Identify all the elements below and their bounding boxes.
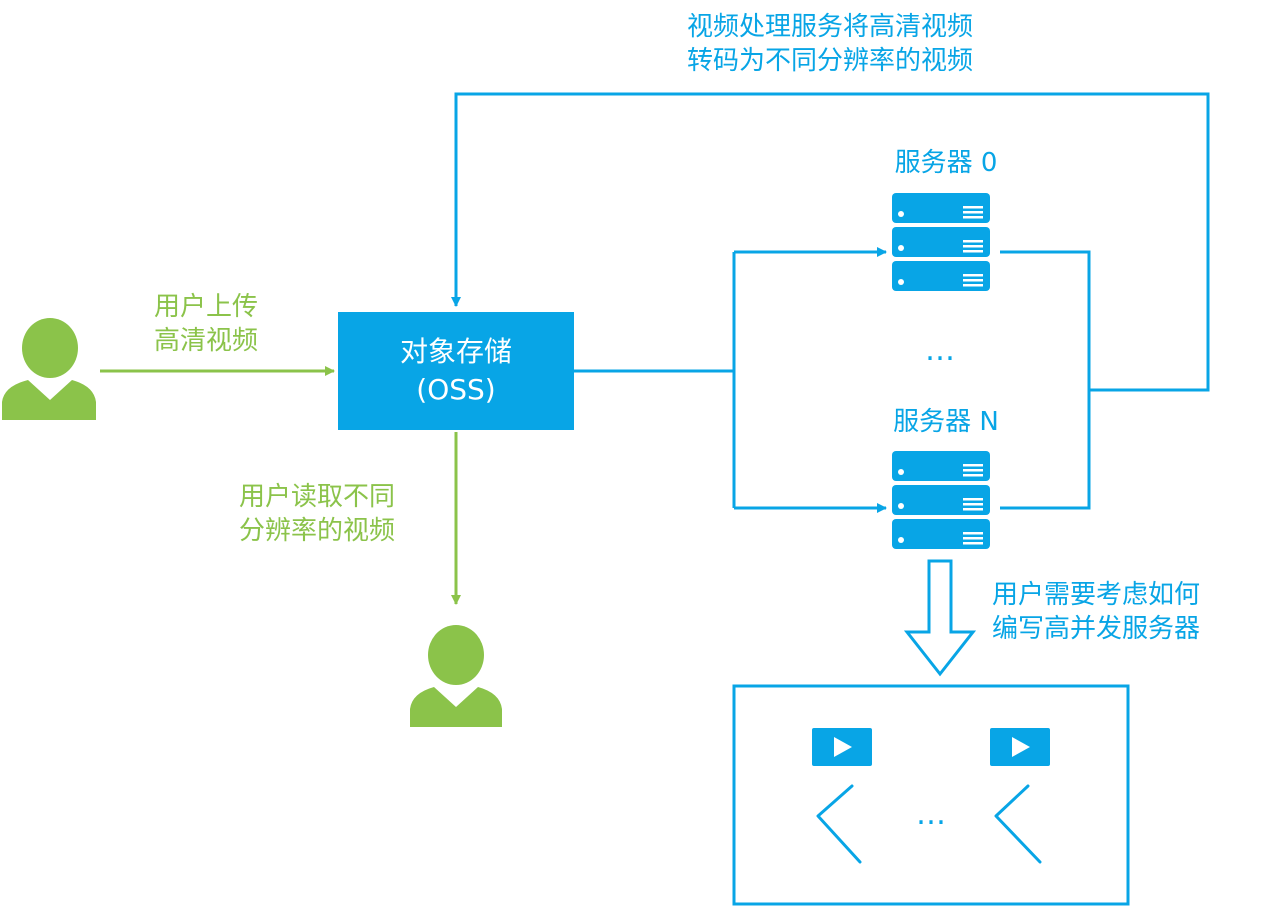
transcode-feedback-connector (451, 92, 1210, 510)
wave-icon (994, 784, 1042, 864)
servers-ellipsis: … (925, 333, 955, 368)
uploader-user-icon (2, 318, 96, 420)
oss-storage-box: 对象存储 (OSS) (338, 312, 574, 430)
server-0-rack-icon (892, 193, 990, 291)
player-ellipsis: … (916, 797, 946, 832)
wave-icon (816, 784, 862, 864)
read-label: 用户读取不同 分辨率的视频 (238, 482, 395, 546)
server-n-label: 服务器 N (893, 407, 999, 437)
play-icon (990, 728, 1050, 766)
concurrency-note: 用户需要考虑如何 编写高并发服务器 (992, 580, 1201, 644)
server-0-label: 服务器 0 (894, 148, 998, 178)
oss-to-servers-connector (574, 247, 887, 513)
reader-user-icon (410, 625, 502, 727)
server-n-rack-icon (892, 451, 990, 549)
oss-title: 对象存储 (399, 335, 512, 368)
oss-subtitle: (OSS) (416, 373, 496, 406)
play-icon (812, 728, 872, 766)
hollow-down-arrow-icon (903, 559, 977, 677)
upload-label: 用户上传 高清视频 (153, 292, 258, 356)
player-panel (732, 684, 1130, 906)
transcode-label: 视频处理服务将高清视频 转码为不同分辨率的视频 (686, 12, 973, 76)
